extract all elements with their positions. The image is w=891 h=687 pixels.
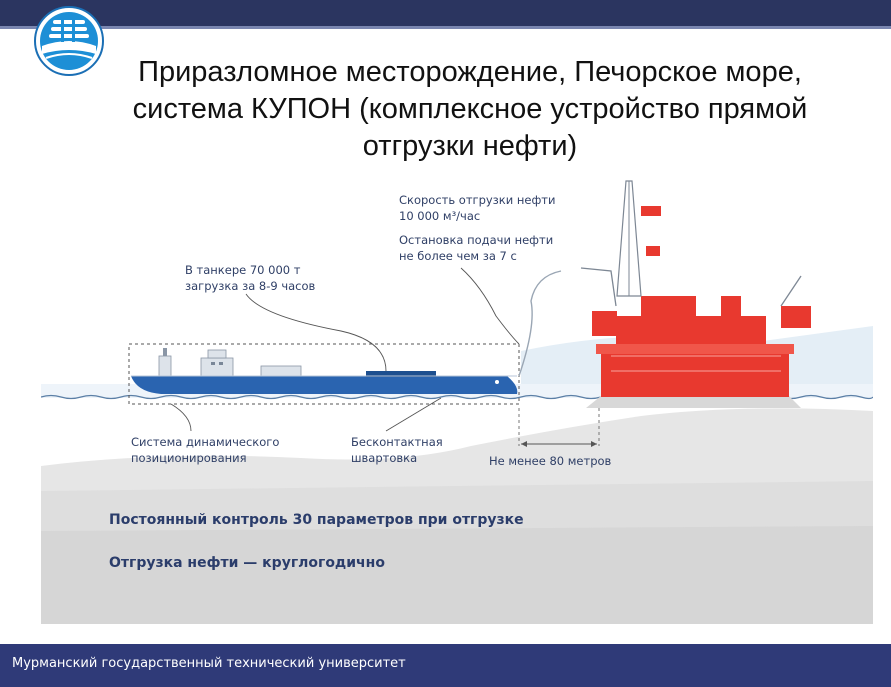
distance-label: Не менее 80 метров (489, 454, 612, 468)
dp-label-2: позиционирования (131, 451, 247, 465)
slide-title: Приразломное месторождение, Печорское мо… (132, 56, 808, 162)
header-accent-line (0, 26, 891, 29)
platform (580, 180, 811, 408)
offloading-diagram: Скорость отгрузки нефти 10 000 м³/час Ос… (41, 176, 873, 624)
stop-label-2: не более чем за 7 с (399, 249, 517, 263)
fact-yearround: Отгрузка нефти — круглогодично (109, 555, 385, 571)
footer-university-name: Мурманский государственный технический у… (12, 656, 406, 671)
loading-hose (518, 270, 562, 377)
speed-label-1: Скорость отгрузки нефти (399, 193, 555, 207)
dp-label-1: Система динамического (131, 435, 279, 449)
tanker-label-2: загрузка за 8-9 часов (185, 279, 316, 293)
tanker (131, 348, 518, 394)
info-band (41, 526, 873, 624)
header-bar (0, 0, 891, 26)
mooring-label-1: Бесконтактная (351, 435, 443, 449)
tanker-label-1: В танкере 70 000 т (185, 263, 301, 277)
mooring-label-2: швартовка (351, 451, 417, 465)
footer-bar (0, 644, 891, 687)
speed-label-2: 10 000 м³/час (399, 209, 480, 223)
fact-control: Постоянный контроль 30 параметров при от… (109, 512, 524, 528)
university-logo-icon (34, 6, 104, 76)
stop-label-1: Остановка подачи нефти (399, 233, 553, 247)
